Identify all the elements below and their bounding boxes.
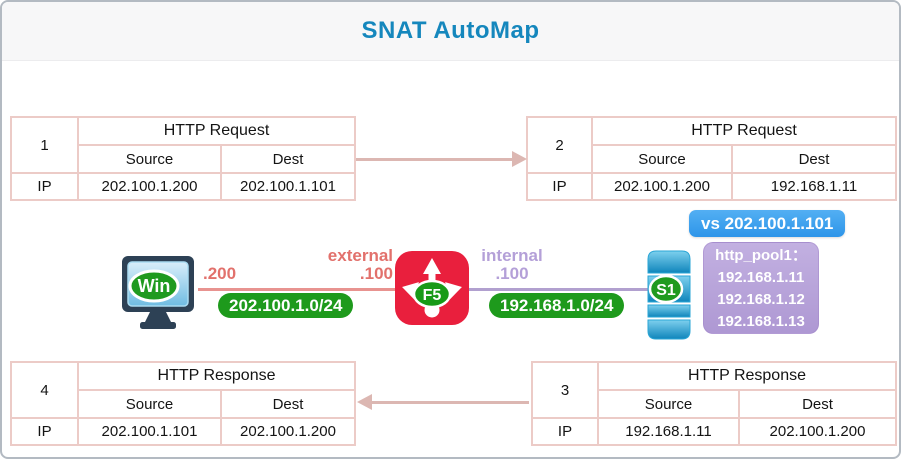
header-bar: SNAT AutoMap xyxy=(2,2,899,61)
client-computer-icon: Win xyxy=(116,254,200,339)
server-stack-icon: S1 xyxy=(646,249,692,346)
source-ip: 202.100.1.200 xyxy=(77,172,222,201)
pool-member: 192.168.1.12 xyxy=(717,291,805,308)
arrow-left-icon xyxy=(357,394,529,411)
internal-label: internal xyxy=(481,246,543,265)
internal-interface-label: internal .100 xyxy=(472,247,552,283)
row-label-ip: IP xyxy=(10,417,79,446)
col-header-source: Source xyxy=(591,144,733,174)
row-label-ip: IP xyxy=(531,417,599,446)
packet-title: HTTP Response xyxy=(76,361,357,391)
step-number: 3 xyxy=(531,361,599,419)
internal-network-line xyxy=(468,288,648,291)
step-number: 4 xyxy=(10,361,79,419)
source-ip: 192.168.1.11 xyxy=(597,417,740,446)
pool-member: 192.168.1.11 xyxy=(717,269,805,286)
source-ip: 202.100.1.200 xyxy=(591,172,733,201)
step-number: 1 xyxy=(10,116,79,174)
row-label-ip: IP xyxy=(526,172,593,201)
pool-member: 192.168.1.13 xyxy=(717,313,805,330)
server-label: S1 xyxy=(656,282,676,299)
packet-table-3: 3 HTTP Response Source Dest IP 192.168.1… xyxy=(531,361,898,446)
packet-table-4: 4 HTTP Response Source Dest IP 202.100.1… xyxy=(10,361,357,446)
internal-network-badge: 192.168.1.0/24 xyxy=(489,293,625,318)
col-header-source: Source xyxy=(597,389,740,419)
col-header-source: Source xyxy=(77,144,222,174)
packet-title: HTTP Request xyxy=(77,116,356,146)
external-interface-label: external .100 xyxy=(283,247,393,283)
dest-ip: 202.100.1.101 xyxy=(220,172,356,201)
page-title: SNAT AutoMap xyxy=(361,17,540,44)
packet-table-1: 1 HTTP Request Source Dest IP 202.100.1.… xyxy=(10,116,356,201)
dest-ip: 202.100.1.200 xyxy=(737,417,898,446)
external-ip: .100 xyxy=(359,264,393,283)
packet-table-2: 2 HTTP Request Source Dest IP 202.100.1.… xyxy=(526,116,897,201)
client-label: Win xyxy=(138,276,171,296)
external-network-badge: 202.100.1.0/24 xyxy=(218,293,354,318)
row-label-ip: IP xyxy=(10,172,79,201)
internal-ip: .100 xyxy=(495,264,529,283)
f5-label: F5 xyxy=(423,287,442,304)
pool-members-box: http_pool1： 192.168.1.11 192.168.1.12 19… xyxy=(703,242,819,334)
pool-title: http_pool1： xyxy=(715,247,807,264)
col-header-dest: Dest xyxy=(220,144,356,174)
client-interface-ip: .200 xyxy=(203,264,237,283)
col-header-dest: Dest xyxy=(731,144,897,174)
step-number: 2 xyxy=(526,116,593,174)
external-label: external xyxy=(327,246,393,265)
dest-ip: 202.100.1.200 xyxy=(219,417,357,446)
arrow-right-icon xyxy=(356,151,528,168)
source-ip: 202.100.1.101 xyxy=(77,417,222,446)
col-header-dest: Dest xyxy=(219,389,357,419)
col-header-dest: Dest xyxy=(737,389,898,419)
external-network-line xyxy=(198,288,396,291)
col-header-source: Source xyxy=(77,389,222,419)
packet-title: HTTP Request xyxy=(591,116,897,146)
f5-load-balancer-icon: F5 xyxy=(395,251,469,330)
packet-title: HTTP Response xyxy=(596,361,898,391)
virtual-server-badge: vs 202.100.1.101 xyxy=(689,210,846,237)
dest-ip: 192.168.1.11 xyxy=(731,172,897,201)
